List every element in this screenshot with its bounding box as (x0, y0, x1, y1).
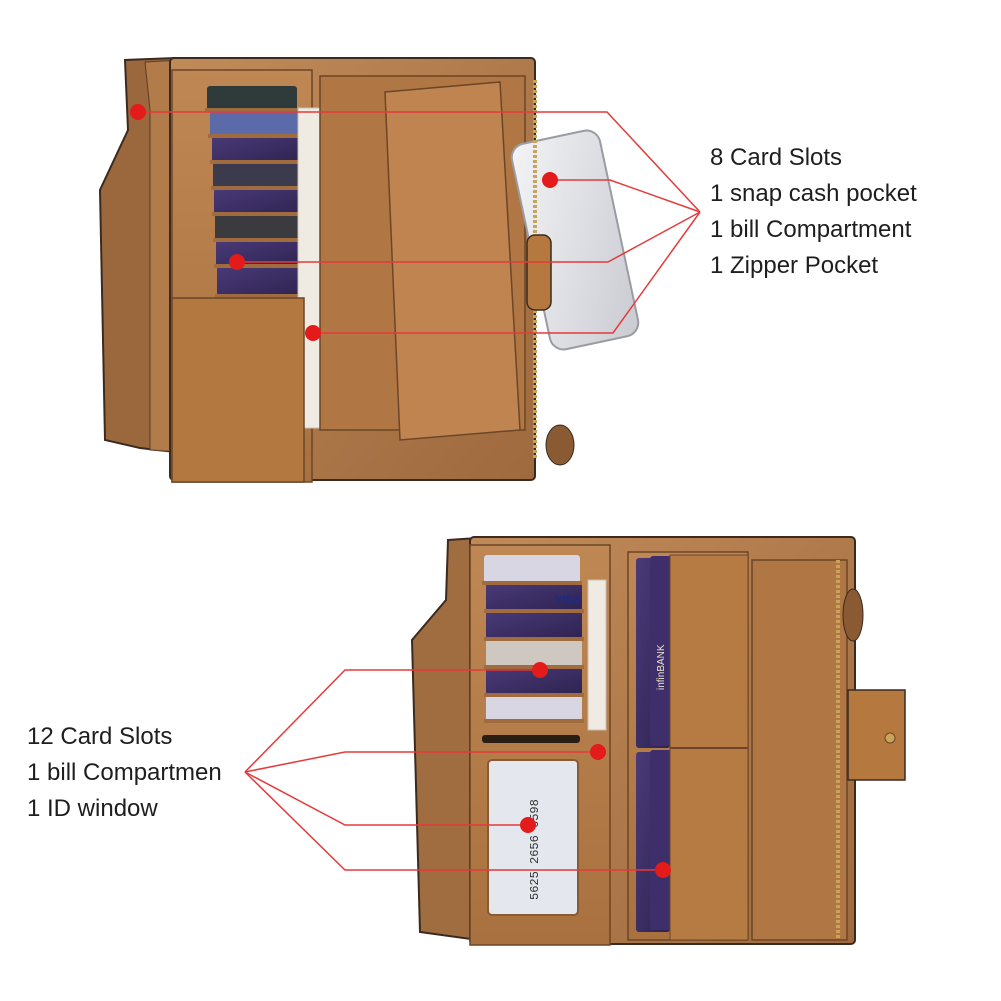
callout-dot (532, 662, 548, 678)
top-wallet-snap-flap (384, 81, 521, 441)
top-wallet (98, 56, 640, 483)
feature-bill-compartment: 1 bill Compartment (710, 216, 912, 243)
card (486, 611, 582, 639)
callout-line-right-slots (244, 771, 663, 871)
callout-dot (655, 862, 671, 878)
callout-dot (542, 172, 558, 188)
top-wallet-snap-tab (526, 234, 552, 311)
callout-dot (229, 254, 245, 270)
bank-label: infinBANK (656, 644, 667, 690)
callout-dot (130, 104, 146, 120)
feature-card-slots: 8 Card Slots (710, 144, 843, 171)
callout-dot (305, 325, 321, 341)
card (486, 583, 582, 611)
bottom-wallet-zipper-panel (751, 559, 848, 941)
bottom-wallet-zipper-pull (842, 588, 864, 642)
card (484, 555, 580, 583)
card (486, 667, 582, 695)
top-wallet-feature-list: 8 Card Slots 1 snap cash pocket 1 bill C… (710, 140, 917, 284)
callout-line-bill (313, 211, 701, 334)
callout-line-cash-pocket (237, 211, 701, 263)
bottom-callout-dots (520, 662, 671, 878)
card (486, 695, 582, 721)
bottom-wallet-id-window (487, 759, 579, 916)
card (215, 214, 305, 242)
visa-label: VISA (555, 594, 581, 606)
top-callouts (138, 111, 701, 334)
bottom-wallet-snap-tab (847, 689, 906, 781)
bottom-wallet-right-card-slots: infinBANK (636, 554, 749, 941)
bottom-callouts (244, 669, 663, 871)
callout-line-bill-compartment (244, 751, 598, 773)
callout-line-id-window (244, 771, 528, 826)
feature-card-slots: 12 Card Slots (27, 723, 173, 750)
callout-line-zipper-pocket (550, 179, 701, 213)
snap-button (884, 732, 896, 744)
top-wallet-front-pocket (171, 297, 305, 483)
card (650, 750, 672, 930)
card (213, 162, 303, 190)
bottom-wallet-left-card-slots: VISA (482, 555, 584, 723)
top-callout-dots (130, 104, 558, 341)
card (207, 86, 297, 112)
callout-line-card-slots-12 (244, 669, 540, 773)
card (486, 639, 582, 667)
top-wallet-zipper-pull (545, 424, 575, 466)
bottom-wallet-back-flap (410, 536, 479, 942)
callout-dot (590, 744, 606, 760)
feature-id-window: 1 ID window (27, 795, 158, 822)
bottom-wallet-feature-list: 12 Card Slots 1 bill Compartmen 1 ID win… (27, 719, 222, 827)
bottom-wallet-bill (587, 579, 607, 731)
feature-snap-cash-pocket: 1 snap cash pocket (710, 180, 917, 207)
feature-zipper-pocket: 1 Zipper Pocket (710, 252, 879, 279)
card (212, 136, 302, 164)
card (210, 110, 300, 138)
card (217, 266, 307, 296)
bottom-wallet-slot (482, 735, 580, 743)
bottom-wallet: VISA 5625 2656 6598 infinBANK (410, 536, 906, 946)
card (214, 188, 304, 216)
top-wallet-card-slots (205, 86, 308, 298)
callout-line-card-slots (138, 111, 701, 213)
feature-bill-compartment: 1 bill Compartmen (27, 759, 222, 786)
callout-dot (520, 817, 536, 833)
id-card-number: 5625 2656 6598 (528, 799, 542, 900)
card (650, 556, 672, 746)
